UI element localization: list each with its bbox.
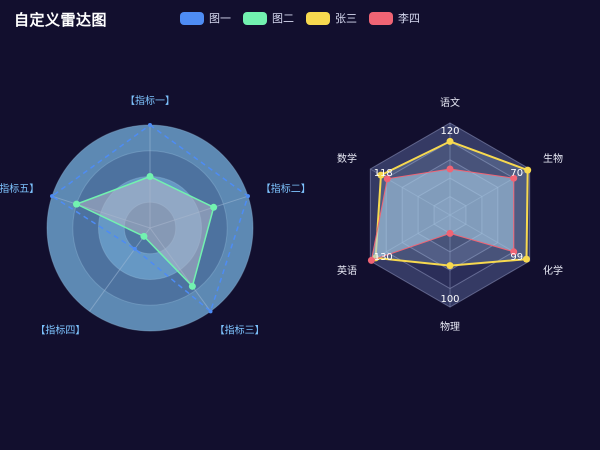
legend-swatch-0 (180, 11, 204, 25)
legend-label-3: 李四 (398, 12, 420, 25)
series-0-point-4 (50, 194, 55, 199)
legend: 图一 图二 张三 李四 (0, 10, 600, 26)
indicator-label-2: 【指标三】 (215, 324, 265, 337)
series-0-point-3 (132, 246, 137, 251)
series-1-point-3 (140, 232, 148, 240)
student-1-point-4 (367, 256, 375, 264)
value-label-5: 118 (374, 168, 393, 179)
value-label-0: 120 (440, 126, 459, 137)
indicator-label-0: 【指标一】 (125, 94, 175, 107)
student-1-point-5 (383, 175, 391, 183)
student-1-point-2 (510, 248, 518, 256)
legend-swatch-1 (243, 11, 267, 25)
indicator-label-3: 【指标四】 (35, 324, 85, 337)
student-1-point-3 (446, 229, 454, 237)
legend-label-0: 图一 (209, 12, 231, 25)
student-0-point-1 (524, 166, 532, 174)
series-0-point-1 (245, 194, 250, 199)
indicator-label-4: 【指标五】 (0, 182, 39, 195)
subject-label-1: 生物 (543, 152, 563, 165)
subject-label-0: 语文 (440, 96, 460, 109)
subject-label-2: 化学 (543, 264, 563, 277)
series-1-point-1 (210, 203, 218, 211)
spoke-3 (89, 227, 151, 312)
student-1-point-1 (510, 174, 518, 182)
student-0-point-0 (446, 137, 454, 145)
student-0-point-3 (446, 262, 454, 270)
subject-label-5: 数学 (337, 152, 357, 165)
legend-item-2[interactable]: 张三 (306, 10, 357, 26)
series-1-point-0 (146, 173, 154, 180)
legend-item-0[interactable]: 图一 (180, 10, 231, 26)
series-1-point-2 (188, 282, 196, 290)
legend-label-1: 图二 (272, 12, 294, 25)
value-label-4: 130 (374, 252, 393, 263)
student-1-point-0 (446, 165, 454, 173)
value-label-2: 99 (510, 252, 523, 263)
series-area-1 (74, 175, 215, 288)
value-label-1: 70 (510, 168, 523, 179)
student-0-point-2 (522, 255, 530, 263)
series-0-point-0 (148, 123, 152, 127)
legend-item-3[interactable]: 李四 (369, 10, 420, 26)
series-0-point-2 (208, 309, 213, 314)
legend-item-1[interactable]: 图二 (243, 10, 294, 26)
series-area-0 (50, 124, 249, 313)
legend-swatch-3 (369, 11, 393, 25)
legend-label-2: 张三 (335, 12, 357, 25)
page-title: 自定义雷达图 (14, 11, 108, 29)
student-0-point-5 (377, 171, 385, 179)
subject-label-3: 物理 (440, 320, 460, 333)
value-label-3: 100 (440, 294, 459, 305)
series-1-point-4 (73, 200, 81, 208)
subject-label-4: 英语 (337, 264, 357, 277)
indicator-label-1: 【指标二】 (261, 182, 311, 195)
legend-swatch-2 (306, 11, 330, 25)
